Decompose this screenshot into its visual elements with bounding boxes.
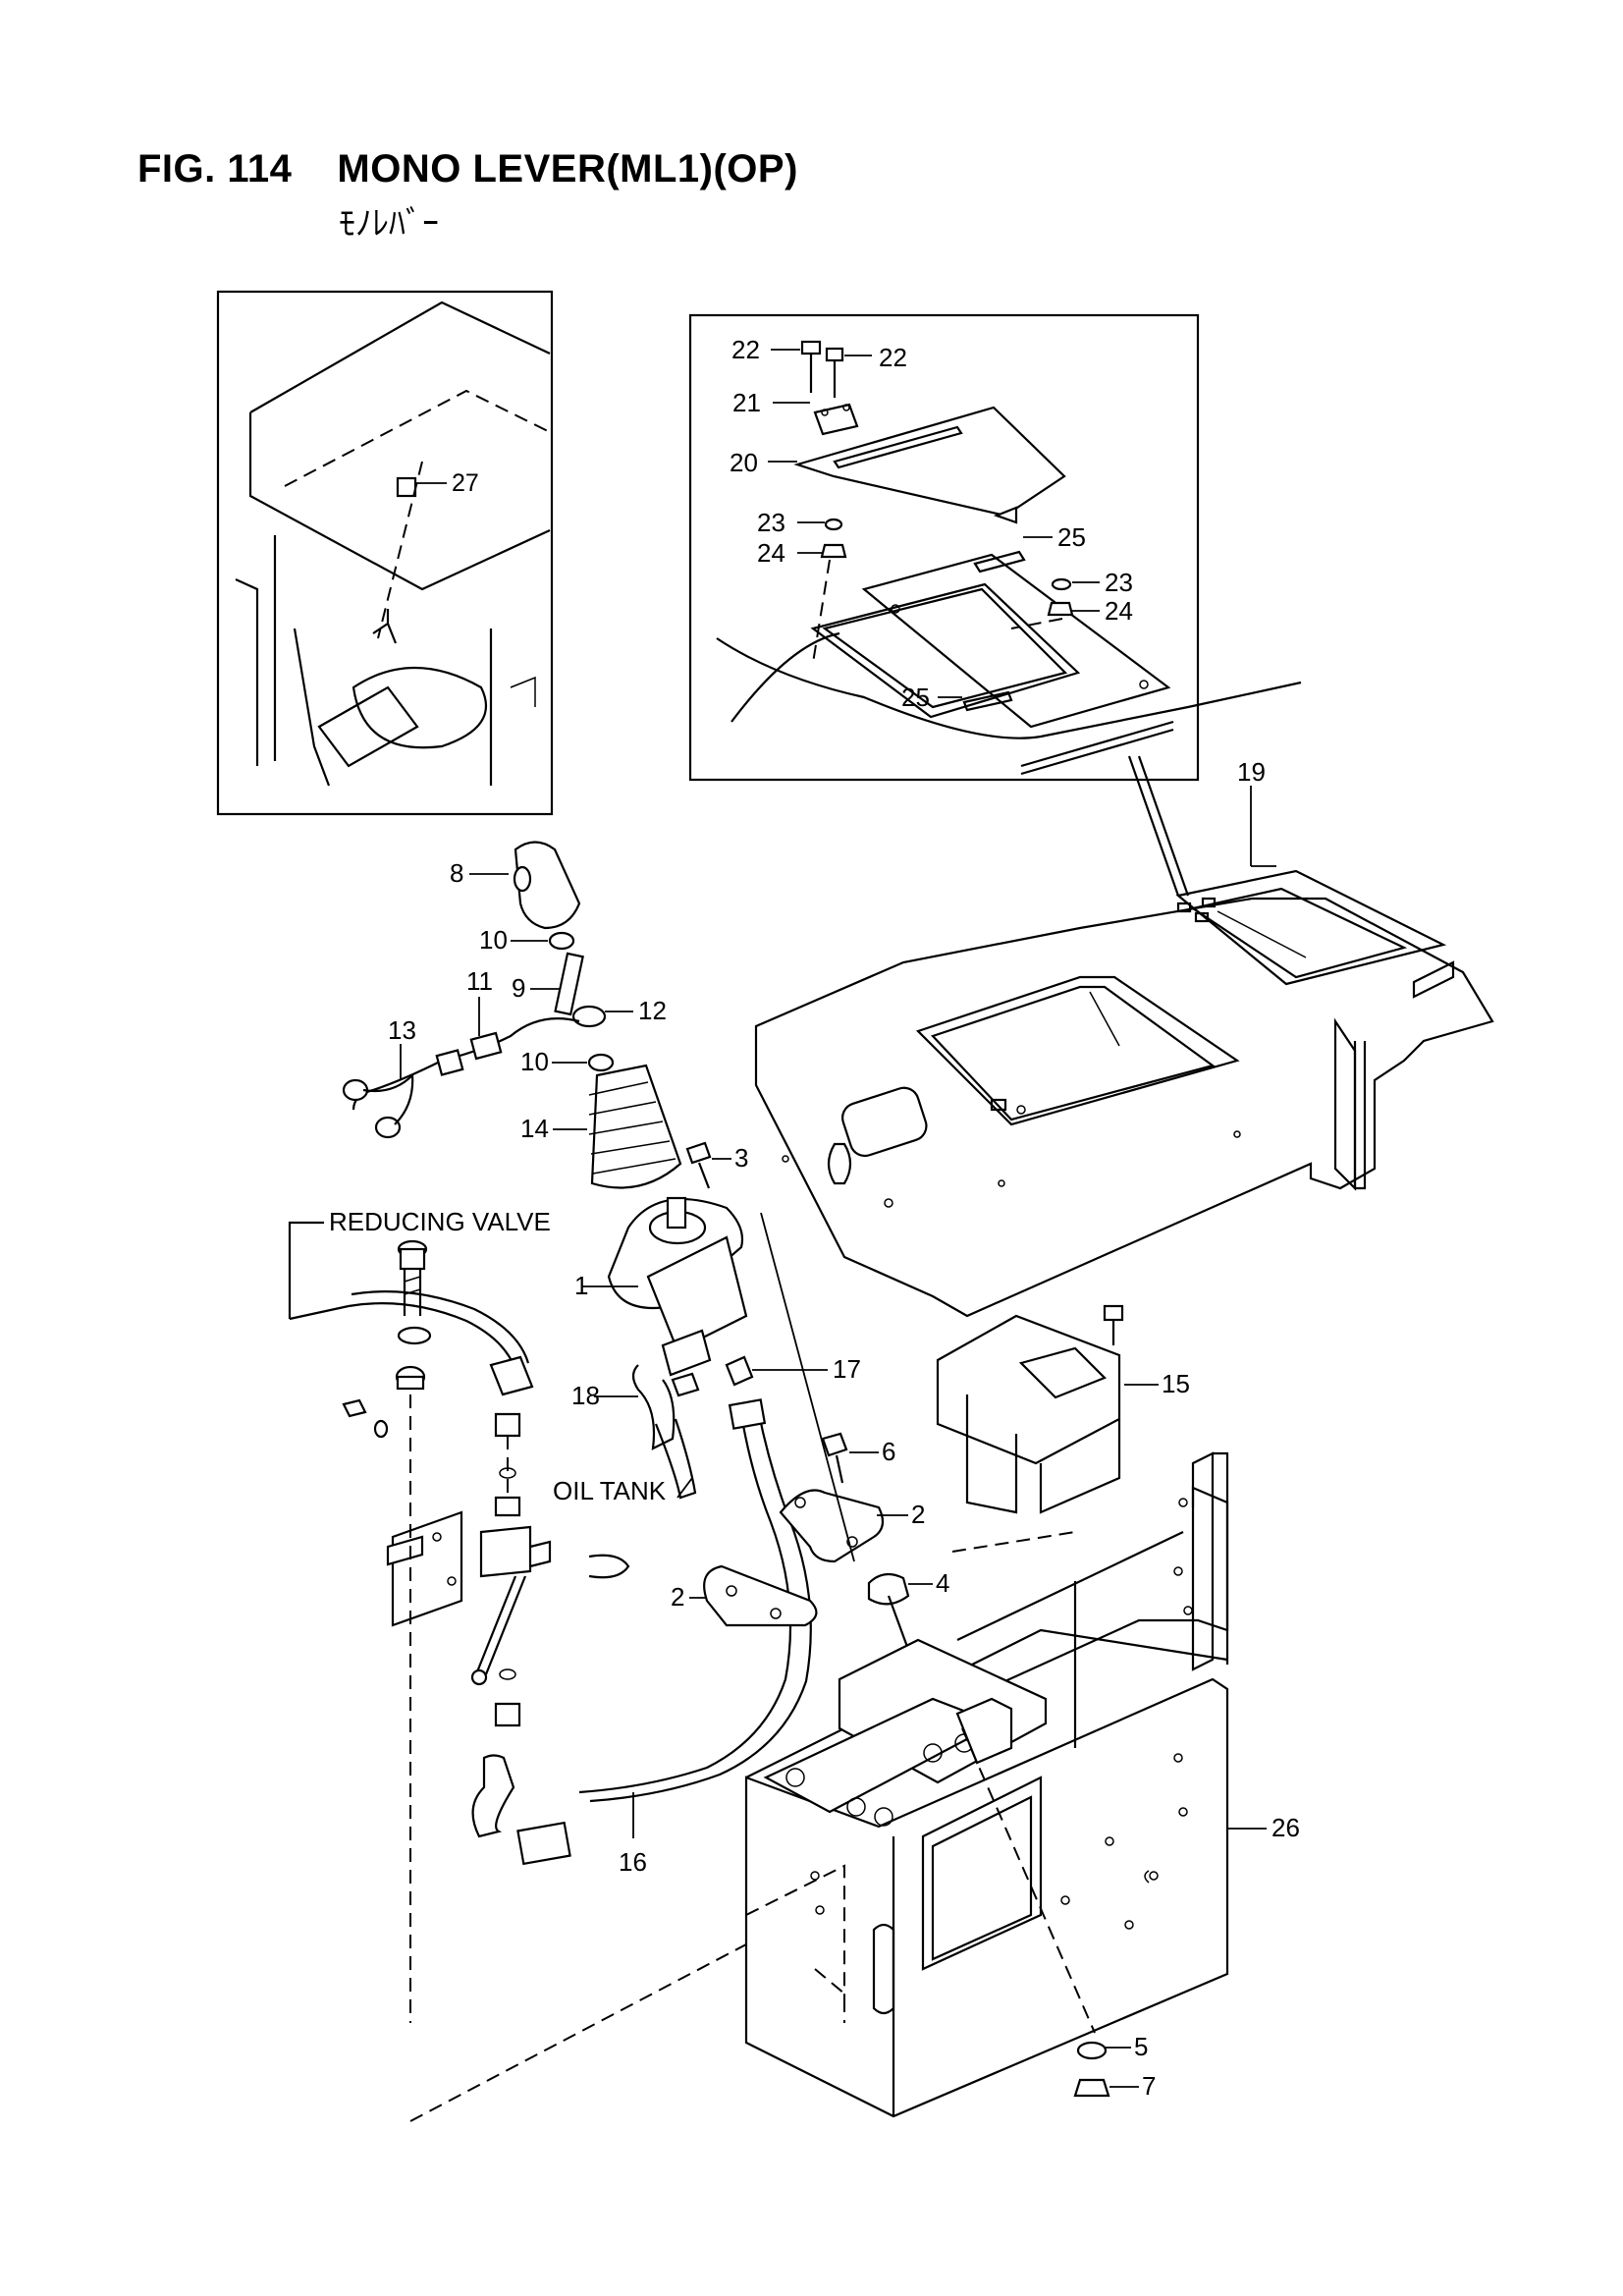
callout-20: 20 (730, 448, 758, 477)
console-cover: 19 (754, 757, 1494, 1318)
figure-name: MONO LEVER(ML1)(OP) (337, 147, 798, 191)
callout-23b: 23 (1105, 568, 1133, 597)
callout-24a: 24 (757, 538, 785, 568)
callout-5: 5 (1134, 2032, 1148, 2061)
callout-6: 6 (882, 1437, 895, 1466)
callout-2b: 2 (911, 1500, 925, 1529)
callout-10b: 10 (520, 1047, 549, 1076)
callout-10a: 10 (479, 925, 508, 955)
callout-18: 18 (571, 1381, 600, 1410)
callout-16: 16 (619, 1847, 647, 1877)
callout-8: 8 (450, 858, 463, 888)
callout-4: 4 (936, 1568, 949, 1598)
callout-25b: 25 (901, 683, 930, 712)
callout-22a: 22 (731, 335, 760, 364)
location-inset: 27 (216, 290, 554, 816)
callout-13: 13 (388, 1015, 416, 1045)
callout-14: 14 (520, 1114, 549, 1143)
callout-25a: 25 (1057, 522, 1086, 552)
callout-12: 12 (638, 996, 667, 1025)
callout-3: 3 (734, 1143, 748, 1173)
callout-7: 7 (1142, 2071, 1156, 2101)
bracket-15: 15 (936, 1304, 1190, 1514)
base-frame: 26 5 7 (409, 1451, 1300, 2122)
callout-23a: 23 (757, 508, 785, 537)
callout-17: 17 (833, 1354, 861, 1384)
callout-2a: 2 (671, 1582, 684, 1612)
callout-11: 11 (466, 966, 493, 996)
callout-9: 9 (512, 973, 525, 1003)
cover-detail-inset: 22 22 21 20 23 24 25 23 24 25 (688, 313, 1302, 782)
note-reducing-valve: REDUCING VALVE (329, 1207, 551, 1236)
callout-21: 21 (732, 388, 761, 417)
callout-1: 1 (574, 1271, 588, 1300)
mono-lever-assembly: 8 10 9 12 11 13 10 14 (342, 841, 949, 1877)
callout-24b: 24 (1105, 596, 1133, 626)
figure-subtitle: ﾓﾉﾚﾊﾞｰ (339, 205, 439, 243)
callout-19: 19 (1237, 757, 1266, 787)
callout-27: 27 (452, 469, 479, 497)
callout-15: 15 (1162, 1369, 1190, 1398)
callout-22b: 22 (879, 343, 907, 372)
reducing-valve-group: REDUCING VALVE (288, 1207, 630, 2023)
callout-26: 26 (1271, 1813, 1300, 1842)
figure-title: FIG. 114 MONO LEVER(ML1)(OP) (137, 147, 798, 191)
figure-number: FIG. 114 (137, 147, 293, 191)
note-oil-tank: OIL TANK (553, 1476, 667, 1505)
